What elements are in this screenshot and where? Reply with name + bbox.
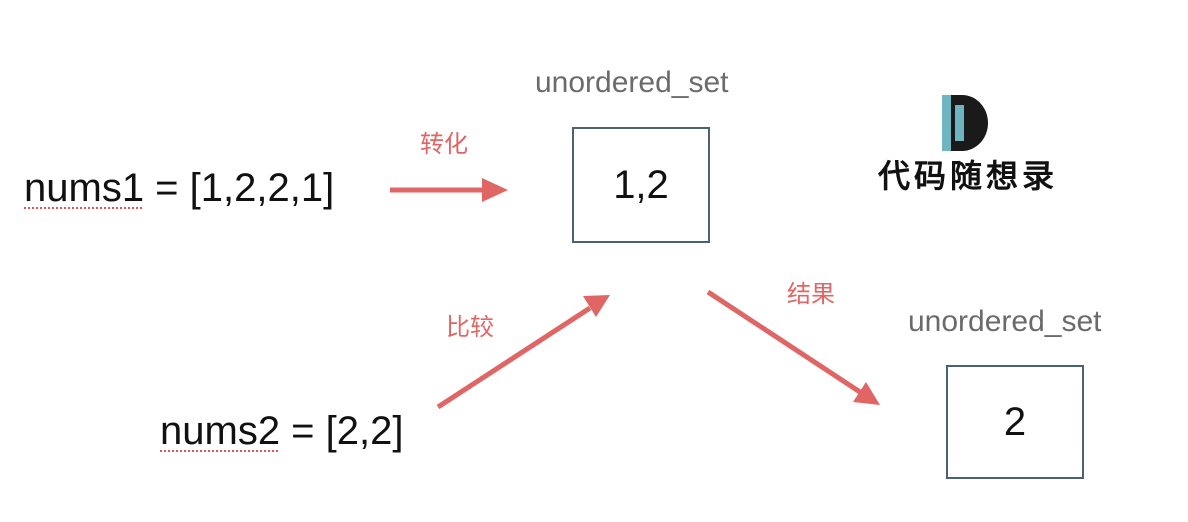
nums1-values: = [1,2,2,1]	[144, 166, 335, 210]
set1-label: unordered_set	[535, 66, 729, 99]
set2-value: 2	[1003, 400, 1027, 444]
nums2-name: nums2	[160, 409, 281, 453]
nums1-expression: nums1 = [1,2,2,1]	[24, 168, 334, 208]
nums2-expression: nums2 = [2,2]	[160, 411, 403, 451]
set1-value: 1,2	[613, 163, 669, 207]
set2-label: unordered_set	[908, 305, 1102, 338]
arrow-convert	[390, 178, 508, 202]
result-label: 结果	[787, 281, 835, 308]
convert-label: 转化	[420, 131, 468, 158]
compare-label: 比较	[446, 314, 494, 341]
logo-text: 代码随想录	[878, 157, 1059, 195]
set2-box: 2	[946, 365, 1084, 479]
nums2-values: = [2,2]	[280, 409, 404, 453]
logo-d-icon	[942, 95, 988, 151]
nums1-name: nums1	[24, 166, 145, 210]
arrow-compare	[436, 295, 610, 410]
set1-box: 1,2	[572, 127, 710, 243]
arrow-result	[706, 289, 880, 405]
